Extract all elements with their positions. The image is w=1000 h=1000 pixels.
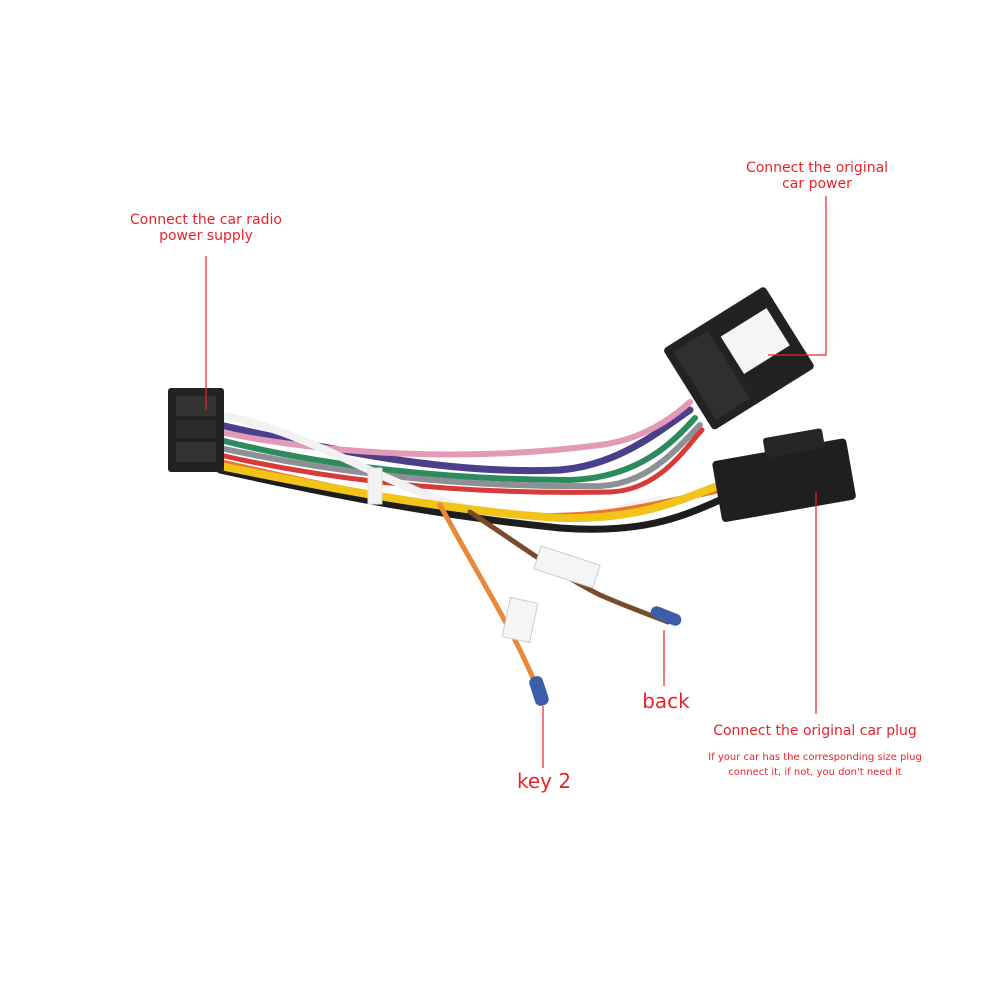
wire-pink [217, 399, 693, 458]
callout-car-plug-title: Connect the original car plug [713, 723, 917, 739]
callout-car-power-line2: car power [782, 176, 852, 193]
callout-radio-power: Connect the car radio power supply [118, 212, 294, 244]
bundle-tie [367, 467, 383, 505]
wire-orange-key [437, 502, 541, 693]
wire-yellow [216, 462, 724, 523]
back-wire-tag [533, 545, 601, 589]
callout-back: back [642, 689, 690, 713]
wire-grey [217, 422, 703, 490]
wire-brown-back [467, 509, 671, 625]
back-wire-tip [650, 606, 682, 626]
callout-radio-power-line1: Connect the car radio [130, 212, 282, 228]
key2-wire-tip [529, 676, 549, 706]
wire-green [217, 415, 698, 484]
car-power-connector [664, 287, 814, 430]
callout-car-plug-note-line1: If your car has the corresponding size p… [708, 752, 922, 763]
callout-key2: key 2 [516, 769, 572, 793]
callout-car-plug-note: If your car has the corresponding size p… [690, 751, 940, 780]
radio-power-connector [168, 388, 224, 472]
key2-wire-tag [501, 596, 539, 644]
wire-red [217, 427, 705, 495]
callout-car-power: Connect the original car power [728, 160, 906, 192]
wire-black [216, 466, 724, 533]
callout-car-plug-note-line2: connect it, if not, you don't need it [728, 766, 902, 778]
callout-car-power-line1: Connect the original [745, 160, 889, 176]
leader-car-power [768, 196, 827, 356]
wire-bundle [216, 399, 724, 693]
car-plug-connector [712, 428, 856, 522]
callout-leaders [205, 196, 827, 768]
callout-radio-power-line2: power supply [159, 228, 253, 245]
